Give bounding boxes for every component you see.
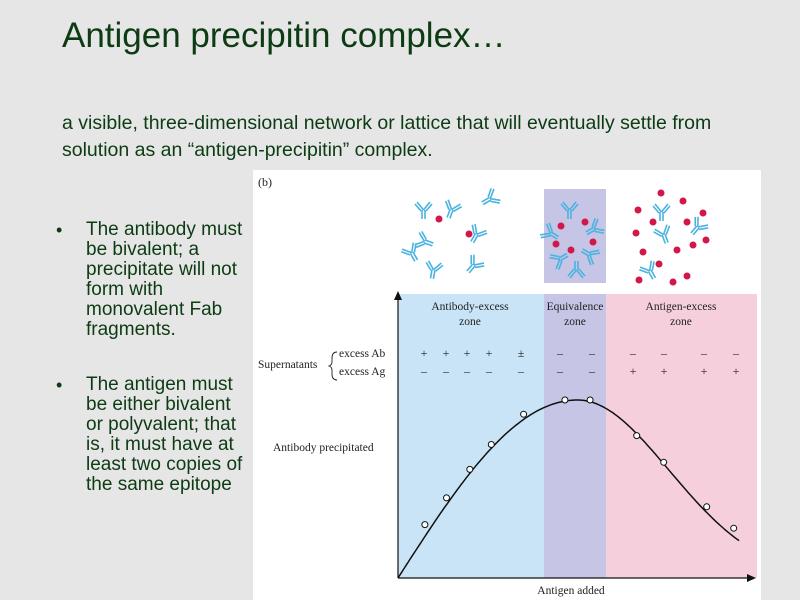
supernatant-sign: + — [733, 364, 740, 378]
bullet-list: • The antibody must be bivalent; a preci… — [56, 220, 251, 530]
supernatant-sign: – — [485, 364, 493, 378]
excess-ag-label: excess Ag — [339, 366, 386, 378]
antibody-excess-illustration — [399, 186, 503, 281]
slide-subtitle: a visible, three-dimensional network or … — [62, 112, 712, 161]
supernatant-sign: + — [630, 364, 637, 378]
supernatant-sign: + — [443, 346, 450, 360]
antigen-excess-illustration — [632, 189, 711, 286]
bullet-item: • The antigen must be either bivalent or… — [56, 375, 251, 495]
data-point — [660, 458, 668, 466]
y-axis-label: Antibody precipitated — [273, 442, 374, 454]
data-point — [586, 396, 594, 404]
supernatant-sign: + — [486, 346, 493, 360]
data-points — [421, 396, 738, 532]
supernatant-sign: – — [442, 364, 450, 378]
data-point — [730, 524, 738, 532]
excess-ag-signs: –––––––++++ — [420, 364, 740, 378]
data-point — [561, 396, 569, 404]
data-point — [443, 494, 450, 502]
data-point — [703, 503, 711, 511]
supernatant-sign: – — [420, 364, 428, 378]
slide-title: Antigen precipitin complex… — [62, 16, 506, 55]
supernatant-sign: ± — [518, 346, 525, 360]
bullet-item: • The antibody must be bivalent; a preci… — [56, 220, 251, 340]
data-point — [520, 410, 528, 418]
antigen-excess-zone — [606, 294, 757, 578]
zone-label-antigen-excess-2: zone — [670, 316, 692, 328]
precipitation-curve — [397, 399, 740, 579]
zone-label-antigen-excess: Antigen-excess — [646, 301, 717, 313]
panel-label: (b) — [258, 175, 272, 189]
supernatant-sign: – — [517, 364, 525, 378]
precipitin-figure: (b) — [253, 170, 761, 600]
supernatant-sign: – — [556, 346, 564, 360]
supernatant-sign: – — [588, 364, 596, 378]
equivalence-illustration — [538, 201, 607, 279]
supernatant-sign: – — [660, 346, 668, 360]
bullet-dot-icon: • — [56, 375, 63, 395]
data-point — [633, 432, 641, 440]
zone-label-equivalence-2: zone — [564, 316, 586, 328]
bullet-text: The antigen must be either bivalent or p… — [86, 374, 243, 495]
data-point — [466, 465, 474, 473]
zone-label-equivalence: Equivalence — [547, 301, 604, 313]
zone-label-antibody-excess: Antibody-excess — [431, 301, 509, 313]
y-axis-arrow-icon — [394, 291, 402, 300]
excess-ab-label: excess Ab — [339, 348, 386, 360]
zone-label-antibody-excess-2: zone — [459, 316, 481, 328]
supernatant-sign: – — [463, 364, 471, 378]
excess-ab-signs: + + + + ± – – – – – – — [421, 346, 740, 360]
supernatant-sign: + — [661, 364, 668, 378]
x-axis-arrow-icon — [747, 574, 756, 582]
supernatant-sign: – — [700, 346, 708, 360]
bullet-text: The antibody must be bivalent; a precipi… — [86, 219, 243, 340]
supernatants-brace — [327, 351, 338, 381]
data-point — [421, 521, 429, 529]
antibody-excess-zone — [398, 294, 544, 578]
supernatant-sign: + — [464, 346, 471, 360]
data-point — [487, 441, 495, 448]
supernatant-sign: + — [701, 364, 708, 378]
supernatants-label: Supernatants — [258, 359, 318, 371]
supernatant-sign: + — [421, 346, 428, 360]
supernatant-sign: – — [588, 346, 596, 360]
precipitin-figure-svg: (b) — [258, 175, 757, 597]
supernatant-sign: – — [629, 346, 637, 360]
bullet-dot-icon: • — [56, 220, 63, 240]
supernatant-sign: – — [732, 346, 740, 360]
supernatant-sign: – — [556, 364, 564, 378]
x-axis-label: Antigen added — [537, 585, 605, 597]
equivalence-zone — [544, 294, 606, 578]
